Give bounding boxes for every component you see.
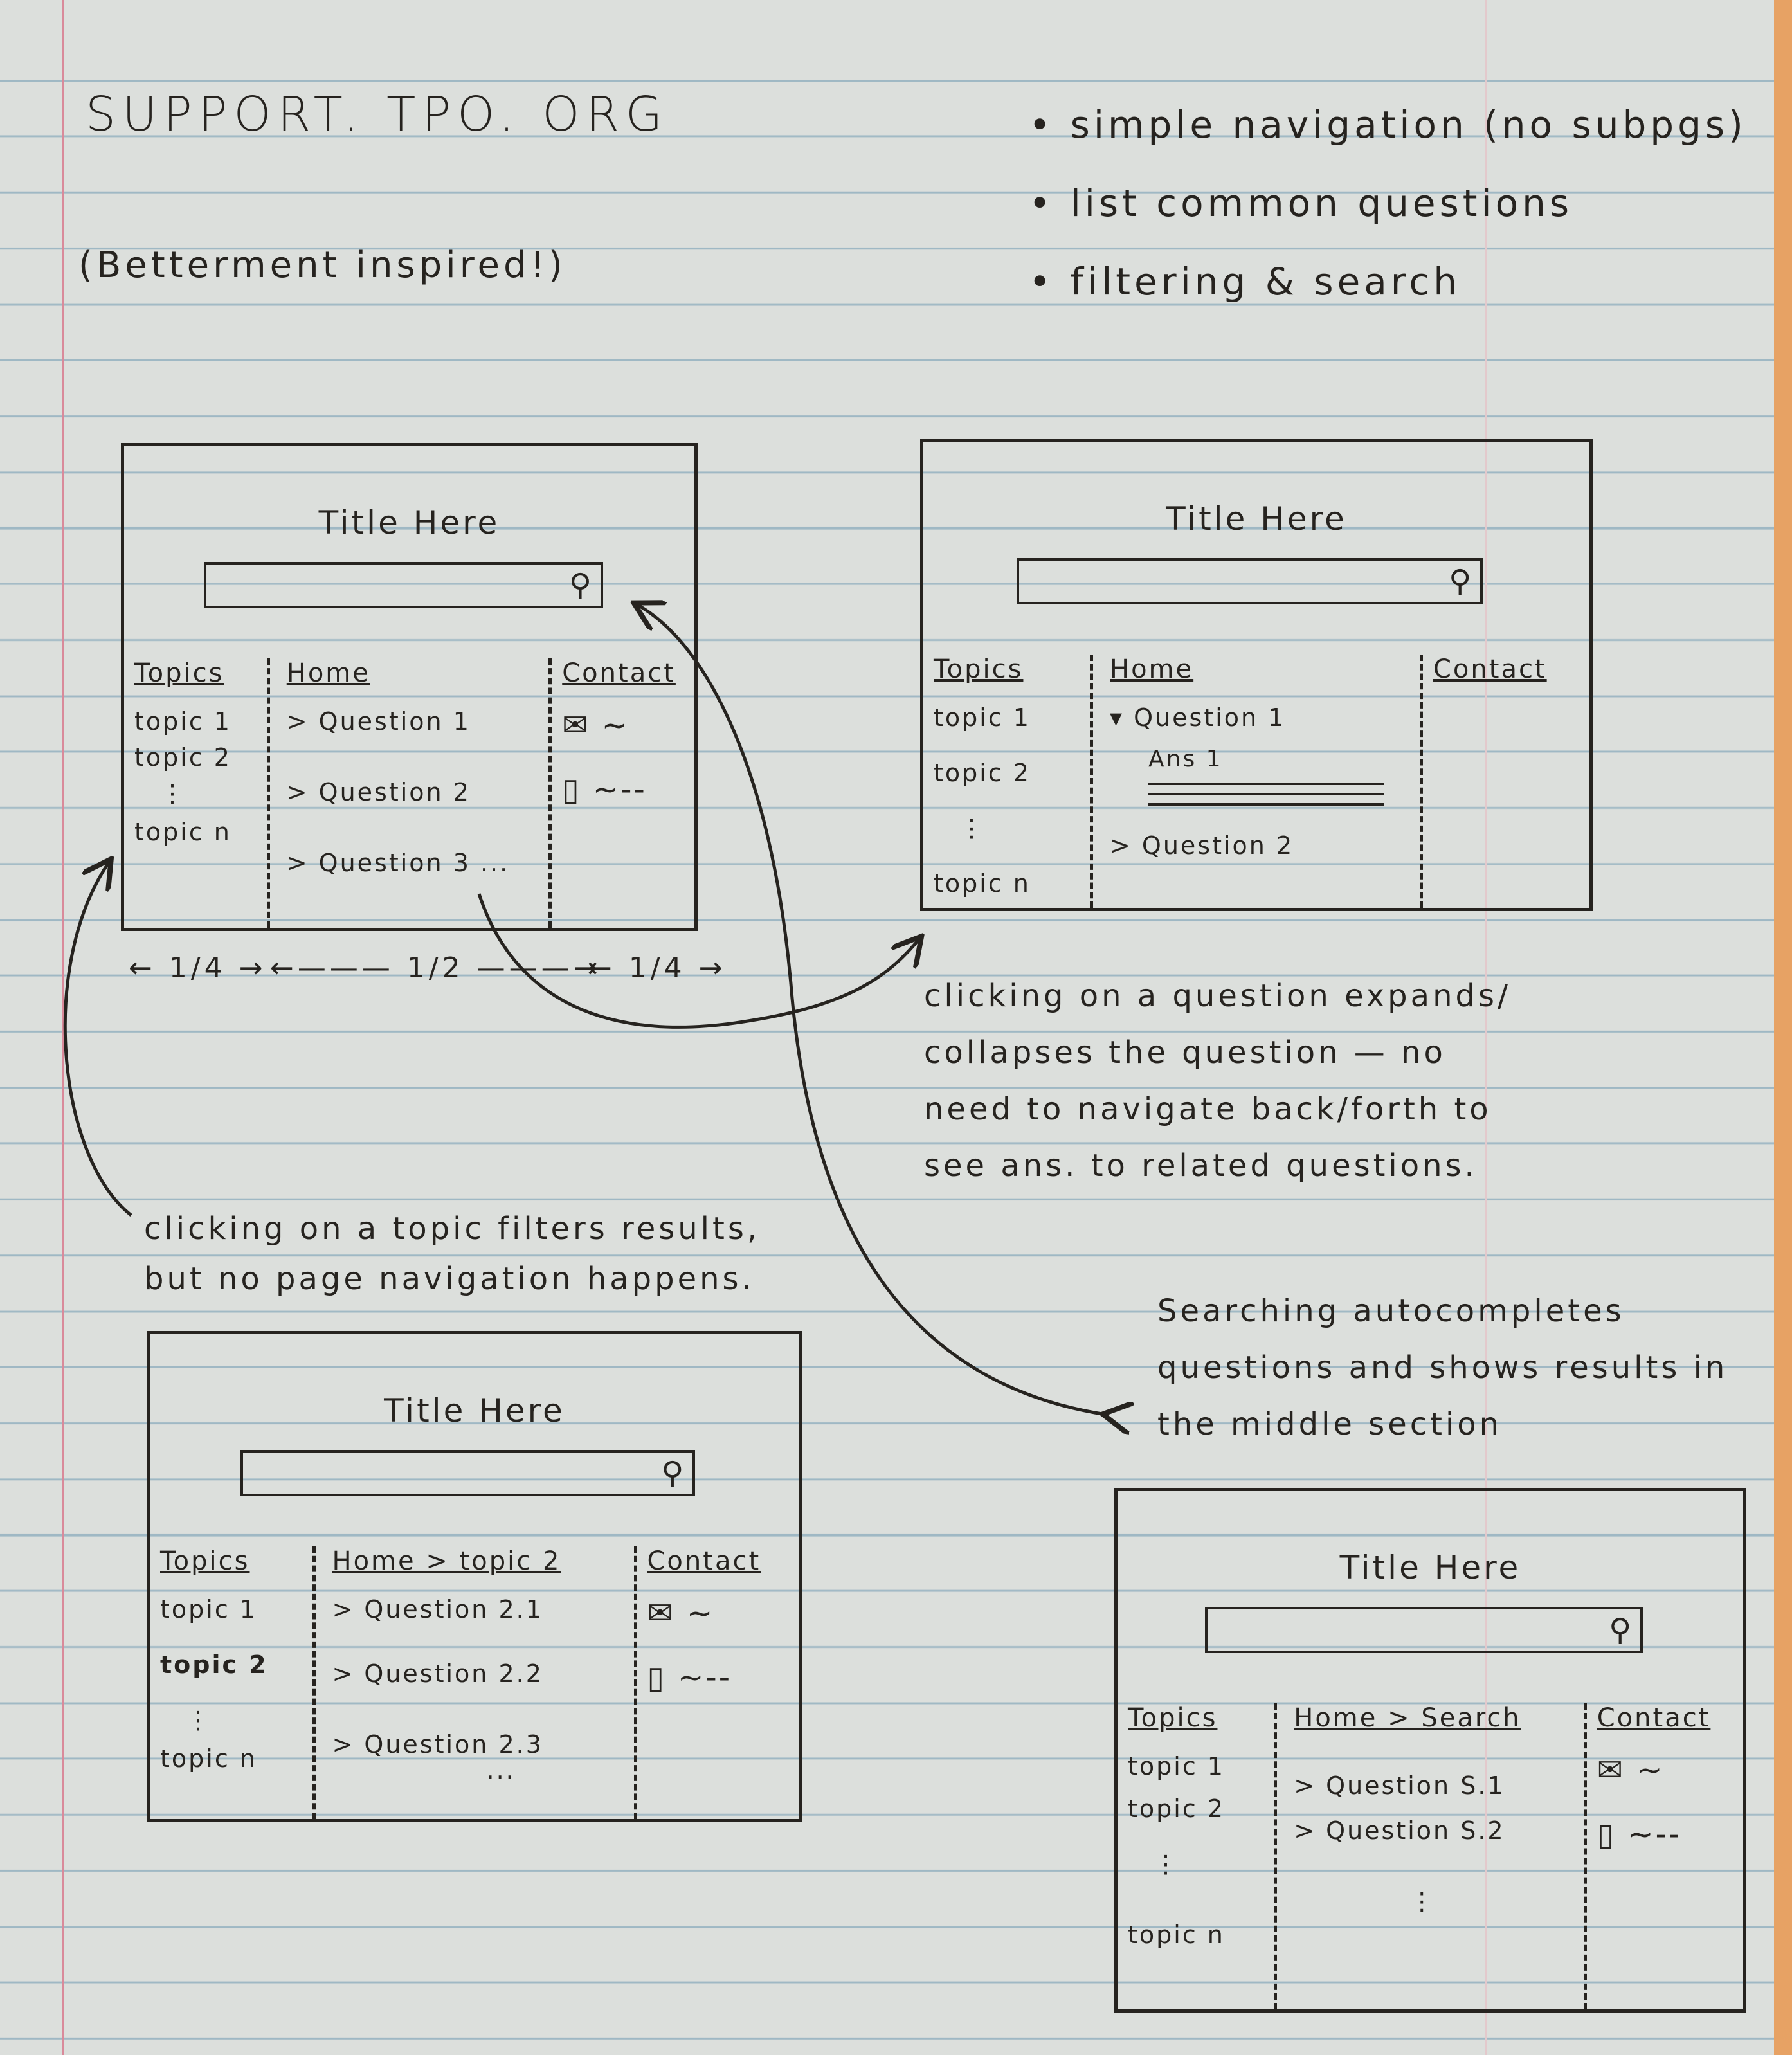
topics-column: Topics topic 1 topic 2 ⋮ topic n [1118, 1703, 1274, 2009]
topic-item[interactable]: topic 2 [1128, 1795, 1225, 1823]
breadcrumb[interactable]: Home > topic 2 [332, 1546, 561, 1576]
question-item[interactable]: > Question 2.2 [332, 1660, 543, 1688]
arrow-question-to-expanded [477, 893, 919, 1029]
wf-title: Title Here [1166, 500, 1347, 538]
answer-line [1148, 793, 1384, 795]
wf-title: Title Here [384, 1392, 565, 1429]
width-half: ←——— 1/2 ———→ [270, 952, 601, 984]
answer-text: Ans 1 [1148, 746, 1223, 772]
topic-item[interactable]: topic n [160, 1744, 257, 1773]
search-icon[interactable]: ⚲ [568, 567, 592, 603]
search-icon[interactable]: ⚲ [1449, 563, 1472, 599]
width-quarter-left: ← 1/4 → [129, 952, 267, 984]
bullet-item: list common questions [1029, 181, 1573, 225]
arrow-search-to-note [637, 604, 1106, 1415]
subtitle: (Betterment inspired!) [78, 244, 566, 286]
contact-column: Contact ✉ ~ ▯ ~-- [1587, 1703, 1743, 2009]
question-item[interactable]: > Question 1 [286, 707, 471, 736]
breadcrumb[interactable]: Home > Search [1294, 1703, 1521, 1733]
page-title: SUPPORT. TPO. ORG [86, 87, 669, 142]
topics-column: Topics topic 1 topic 2 ⋮ topic n [124, 658, 267, 928]
search-result-item[interactable]: > Question S.1 [1294, 1771, 1505, 1800]
search-icon[interactable]: ⚲ [661, 1455, 684, 1491]
question-item-expanded[interactable]: ▾ Question 1 [1110, 703, 1286, 732]
mail-icon[interactable]: ✉ ~ [1597, 1752, 1665, 1788]
topic-item: ⋮ [160, 779, 186, 808]
note-search: Searching autocompletes questions and sh… [1157, 1283, 1728, 1453]
topic-item[interactable]: topic 1 [160, 1595, 257, 1624]
note-line: the middle section [1157, 1406, 1503, 1442]
bullet-item: filtering & search [1029, 260, 1461, 303]
topics-header: Topics [134, 658, 224, 688]
topic-item[interactable]: topic 1 [134, 707, 231, 736]
topic-item: ⋮ [186, 1706, 212, 1734]
questions-column: Home > Search > Question S.1 > Question … [1274, 1703, 1587, 2009]
topics-header: Topics [160, 1546, 250, 1576]
question-item[interactable]: > Question 2 [286, 778, 471, 806]
note-line: questions and shows results in [1157, 1350, 1728, 1386]
topic-item[interactable]: topic n [1128, 1921, 1225, 1949]
contact-column: Contact ✉ ~ ▯ ~-- [637, 1546, 800, 1819]
wf-title: Title Here [1339, 1549, 1521, 1586]
search-icon[interactable]: ⚲ [1609, 1612, 1632, 1648]
question-item[interactable]: > Question 3 ... [286, 849, 510, 877]
contact-column: Contact [1423, 655, 1589, 908]
search-bar[interactable]: ⚲ [1017, 558, 1483, 604]
wireframe-search-results: Title Here ⚲ Topics topic 1 topic 2 ⋮ to… [1114, 1488, 1746, 2013]
mail-icon[interactable]: ✉ ~ [562, 707, 629, 743]
topic-item[interactable]: topic 2 [134, 743, 231, 772]
topic-item[interactable]: topic n [134, 818, 231, 846]
search-bar[interactable]: ⚲ [1205, 1607, 1643, 1653]
answer-line [1148, 783, 1384, 785]
wf-title: Title Here [318, 504, 500, 541]
mail-icon[interactable]: ✉ ~ [647, 1595, 715, 1631]
questions-column: Home > topic 2 > Question 2.1 > Question… [312, 1546, 637, 1819]
search-bar[interactable]: ⚲ [204, 562, 604, 608]
phone-icon[interactable]: ▯ ~-- [647, 1660, 732, 1696]
paper-margin-line [62, 0, 64, 2055]
more-indicator: ⋮ [1409, 1887, 1436, 1915]
answer-line [1148, 803, 1384, 806]
more-indicator: ... [486, 1756, 516, 1784]
contact-header: Contact [1597, 1703, 1711, 1733]
question-item[interactable]: > Question 2.3 [332, 1730, 543, 1759]
note-line: Searching autocompletes [1157, 1293, 1625, 1329]
topic-item: ⋮ [1154, 1850, 1180, 1878]
breadcrumb[interactable]: Home [286, 658, 370, 688]
topics-header: Topics [1128, 1703, 1218, 1733]
search-result-item[interactable]: > Question S.2 [1294, 1816, 1505, 1845]
paper-edge [1774, 0, 1792, 2055]
topic-item[interactable]: topic 1 [1128, 1752, 1225, 1780]
topic-item-selected[interactable]: topic 2 [160, 1651, 268, 1679]
contact-header: Contact [647, 1546, 761, 1576]
contact-header: Contact [1433, 655, 1547, 684]
wireframe-default: Title Here ⚲ Topics topic 1 topic 2 ⋮ to… [121, 443, 698, 931]
phone-icon[interactable]: ▯ ~-- [1597, 1816, 1682, 1852]
question-item[interactable]: > Question 2.1 [332, 1595, 543, 1624]
questions-column: Home > Question 1 > Question 2 > Questio… [266, 658, 552, 928]
arrow-topic-note [63, 862, 132, 1217]
search-bar[interactable]: ⚲ [240, 1450, 696, 1496]
paper-faint-line [1485, 0, 1487, 2055]
wireframe-topic-filter: Title Here ⚲ Topics topic 1 topic 2 ⋮ to… [147, 1331, 802, 1822]
bullet-item: simple navigation (no subpgs) [1029, 103, 1747, 147]
question-item[interactable]: > Question 2 [1110, 831, 1294, 860]
topics-column: Topics topic 1 topic 2 ⋮ topic n [150, 1546, 312, 1819]
